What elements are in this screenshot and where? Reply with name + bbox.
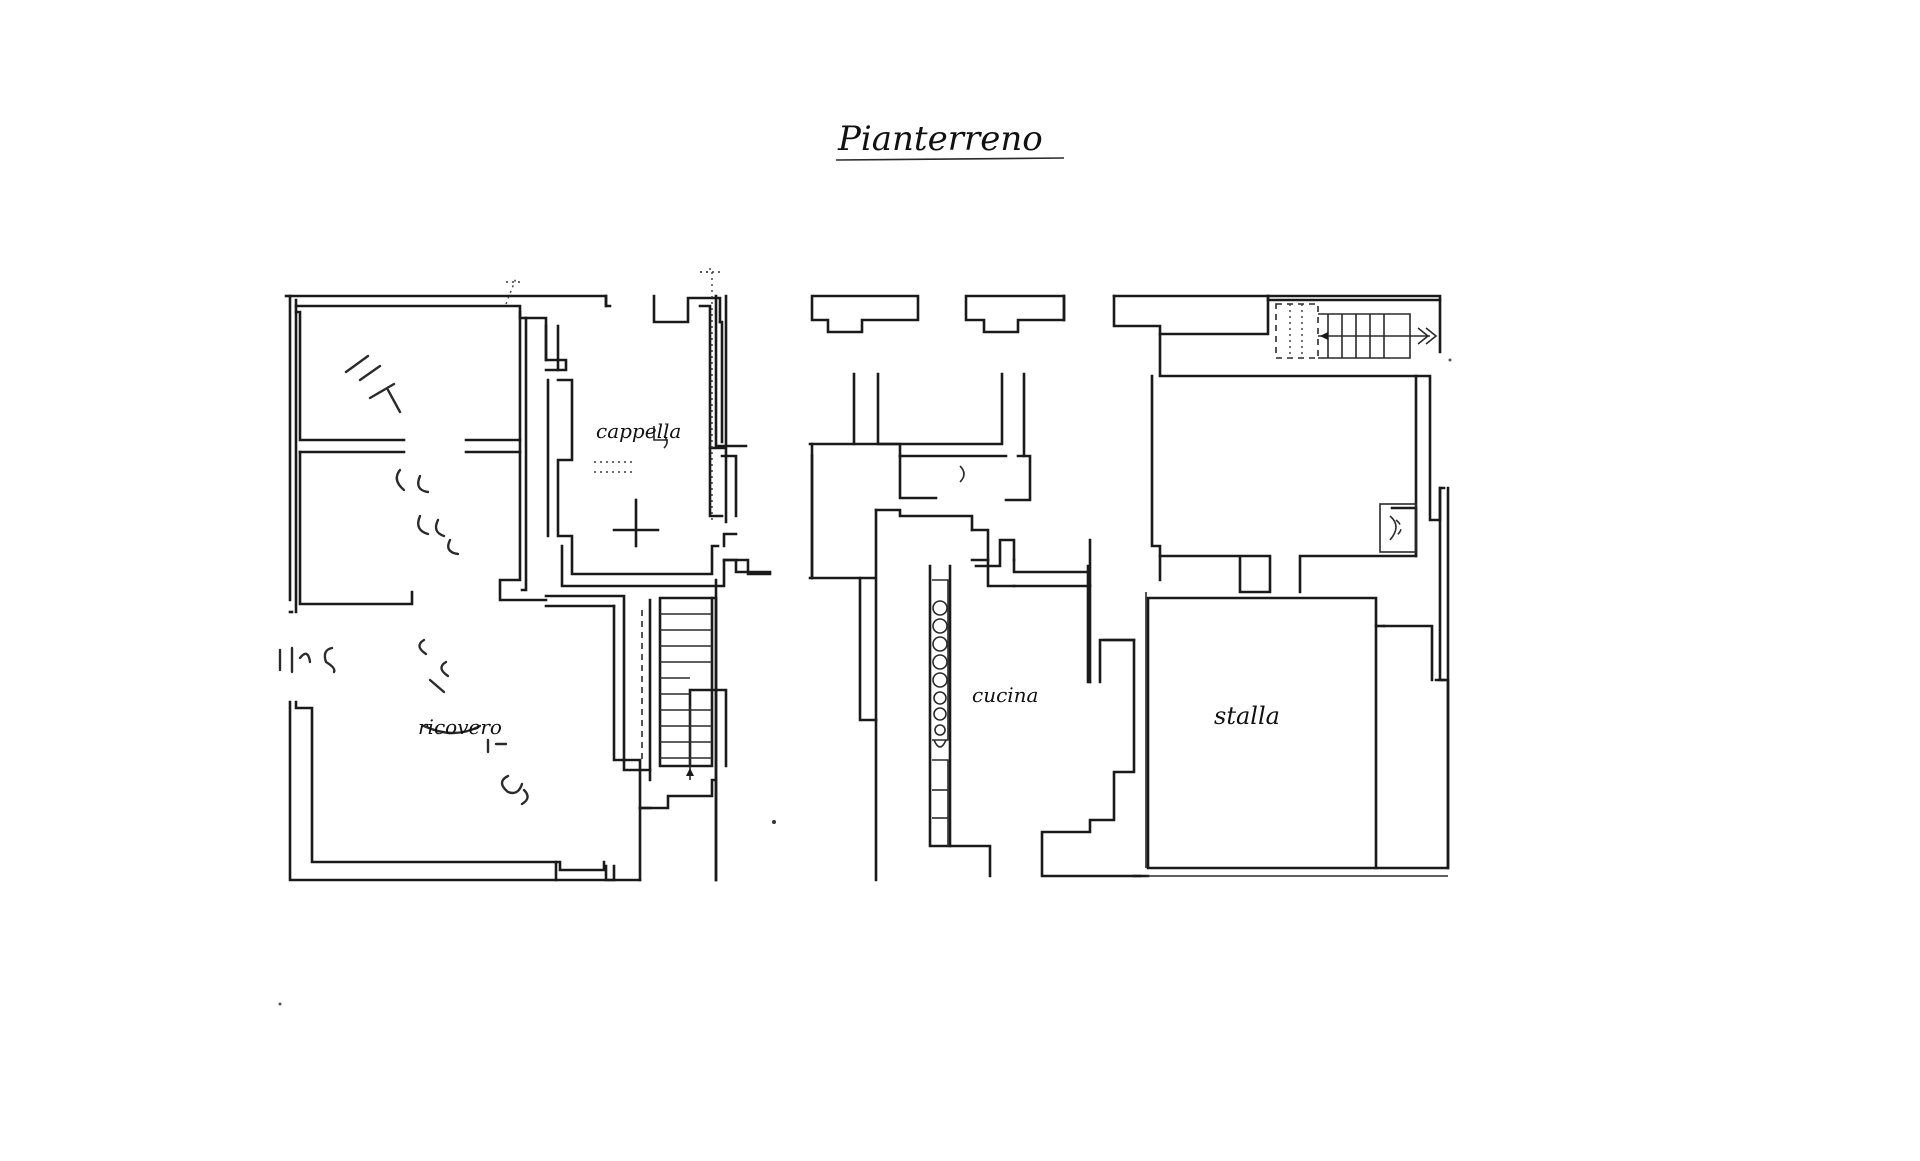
room-label-cucina: cucina (972, 683, 1038, 707)
room-label-cappella: cappella (596, 419, 681, 443)
handwritten-marks (278, 266, 722, 806)
walls-right-block (1102, 294, 1450, 878)
title-underline (835, 157, 1065, 161)
plan-title: Pianterreno (837, 119, 1043, 159)
walls-cucina (874, 538, 1142, 878)
room-label-stalla: stalla (1214, 702, 1280, 730)
fireplace-symbol (1379, 503, 1417, 553)
staircase-right (1275, 303, 1438, 359)
scan-dot (278, 1002, 282, 1006)
staircase-left (638, 596, 728, 882)
walls-left-block (284, 294, 652, 882)
oven-symbols (663, 435, 965, 483)
walls-cappella (524, 294, 772, 588)
altar-cross-icon (594, 426, 668, 548)
scan-dot (1448, 358, 1452, 362)
room-label-ingresso: ricovero (418, 715, 502, 739)
scan-dot (772, 820, 776, 824)
walls-central (700, 271, 1270, 882)
stove-row (932, 600, 948, 748)
